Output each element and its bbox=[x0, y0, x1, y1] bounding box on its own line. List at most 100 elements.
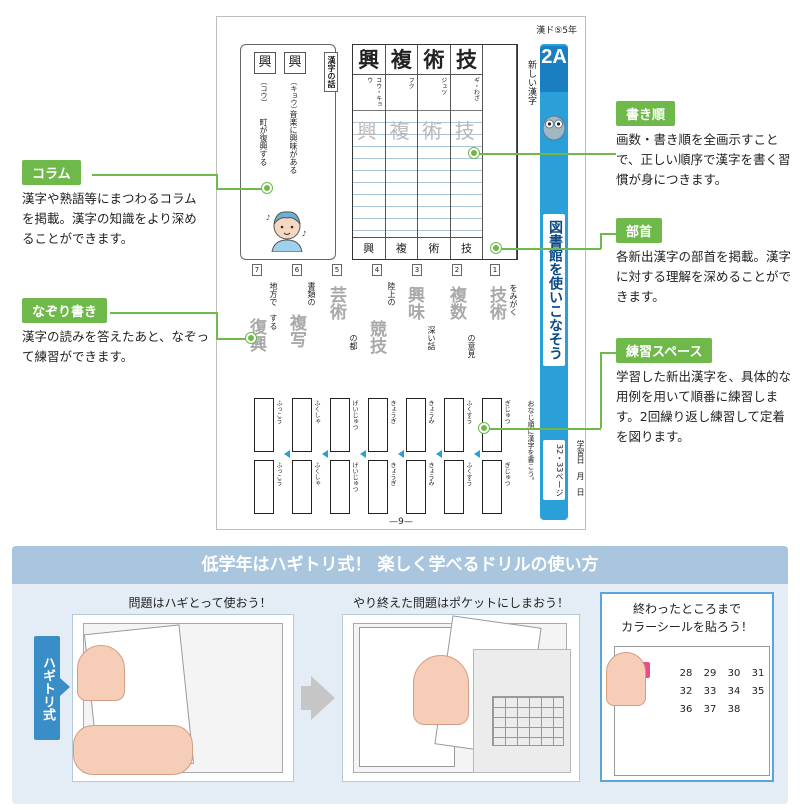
callout-renshu: 練習スペース 学習した新出漢字を、具体的な用例を用いて順番に練習します。2回繰り… bbox=[616, 338, 794, 447]
practice-reading: げいじゅつ bbox=[351, 462, 358, 492]
callout-bushu: 部首 各新出漢字の部首を掲載。漢字に対する理解を深めることができます。 bbox=[616, 218, 796, 307]
connector-line bbox=[92, 174, 216, 176]
callout-body: 各新出漢字の部首を掲載。漢字に対する理解を深めることができます。 bbox=[616, 249, 792, 304]
column-sentence-right: 音楽に興味がある bbox=[289, 110, 298, 174]
practice-box[interactable] bbox=[482, 460, 502, 514]
calendar-cell: 33 bbox=[703, 686, 717, 697]
practice-box[interactable] bbox=[254, 460, 274, 514]
practice-reading: ぎじゅつ bbox=[503, 462, 510, 486]
callout-column: コラム 漢字や熟語等にまつわるコラムを掲載。漢字の知識をより深めることができます… bbox=[22, 160, 198, 249]
practice-box[interactable] bbox=[444, 398, 464, 452]
practice-reading: きょうぎ bbox=[389, 400, 396, 424]
practice-box[interactable] bbox=[368, 398, 388, 452]
calendar-cell: 38 bbox=[727, 704, 741, 715]
stroke-ghost: 複 bbox=[389, 119, 410, 143]
hand-illustration bbox=[606, 652, 646, 706]
caption-step1: 問題はハギとって使おう！ bbox=[128, 596, 272, 610]
callout-title: 練習スペース bbox=[616, 338, 713, 363]
arrow-left-icon bbox=[474, 450, 480, 458]
kanji-column: 複 フク 複 複 bbox=[385, 45, 419, 259]
connector-line bbox=[216, 188, 266, 190]
radical: 興 bbox=[353, 237, 385, 259]
kanji-column: 技 ギ・わざ 技 技 bbox=[450, 45, 484, 259]
practice-box[interactable] bbox=[330, 398, 350, 452]
connector-dot-icon bbox=[479, 423, 489, 433]
nazori-context: をみがく bbox=[509, 284, 518, 316]
calendar-cell: 29 bbox=[703, 668, 717, 679]
nazori-number: 7 bbox=[252, 264, 262, 276]
practice-box[interactable] bbox=[406, 398, 426, 452]
arrow-right-icon bbox=[311, 676, 335, 720]
connector-line bbox=[488, 428, 601, 430]
calendar-cell: 35 bbox=[751, 686, 765, 697]
nazori-context: の都 bbox=[349, 334, 358, 350]
caption-step3-line2: カラーシールを貼ろう！ bbox=[621, 620, 753, 634]
stroke-ghost: 興 bbox=[357, 119, 377, 143]
kanji-column: 術 ジュツ 術 術 bbox=[418, 45, 451, 259]
unit-title: 図書館を使いこなそう bbox=[543, 214, 565, 366]
nazori-kanji: 芸術 bbox=[326, 286, 346, 320]
practice-box[interactable] bbox=[330, 460, 350, 514]
connector-dot-icon bbox=[469, 148, 479, 158]
calendar-cell: 34 bbox=[727, 686, 741, 697]
unit-number: 2A bbox=[540, 46, 568, 92]
connector-line bbox=[110, 312, 216, 314]
callout-title: なぞり書き bbox=[22, 298, 108, 323]
kanji-char: 複 bbox=[385, 45, 418, 75]
stroke-ghost: 術 bbox=[422, 119, 443, 143]
nazori-kanji: 興味 bbox=[404, 286, 424, 320]
practice-reading: ふくすう bbox=[465, 400, 472, 424]
stroke-order: 技 bbox=[450, 111, 483, 237]
callout-body: 漢字や熟語等にまつわるコラムを掲載。漢字の知識をより深めることができます。 bbox=[22, 191, 197, 246]
radical: 複 bbox=[385, 237, 418, 259]
practice-reading: ぎじゅつ bbox=[503, 400, 510, 424]
callout-title: コラム bbox=[22, 160, 81, 185]
practice-reading: ふくしゃ bbox=[313, 400, 320, 424]
calendar-cell: 36 bbox=[679, 704, 693, 715]
nazori-number: 3 bbox=[412, 264, 422, 276]
practice-box[interactable] bbox=[406, 460, 426, 514]
hand-illustration bbox=[413, 655, 469, 725]
callout-kakijun: 書き順 画数・書き順を全画示すことで、正しい順序で漢字を書く習慣が身につきます。 bbox=[616, 101, 792, 190]
column-label: 漢字の話 bbox=[324, 52, 338, 92]
kanji-grid: 興 コウ・キョウ 興 興 複 フク 複 複 術 ジュツ 術 術 技 ギ・わざ 技… bbox=[352, 44, 518, 260]
nazori-number: 5 bbox=[332, 264, 342, 276]
practice-box[interactable] bbox=[292, 460, 312, 514]
caption-step3-line1: 終わったところまで bbox=[632, 602, 741, 616]
column-box bbox=[240, 44, 336, 260]
callout-body: 学習した新出漢字を、具体的な用例を用いて順番に練習します。2回繰り返し練習して定… bbox=[616, 369, 792, 444]
practice-reading: ふっこう bbox=[275, 400, 282, 424]
kanji-char: 術 bbox=[418, 45, 450, 75]
connector-line bbox=[216, 174, 218, 188]
nazori-context: 地方で する bbox=[269, 282, 278, 330]
connector-line bbox=[478, 153, 616, 155]
nazori-number: 6 bbox=[292, 264, 302, 276]
new-kanji-label: 新しい漢字 bbox=[526, 60, 536, 105]
nazori-number: 1 bbox=[490, 264, 500, 276]
practice-box[interactable] bbox=[254, 398, 274, 452]
column-kanji-left: 興 bbox=[254, 52, 276, 74]
connector-line bbox=[500, 248, 601, 250]
arrow-body bbox=[301, 686, 313, 710]
connector-line bbox=[216, 338, 250, 340]
stroke-order: 術 bbox=[418, 111, 450, 237]
practice-box[interactable] bbox=[368, 460, 388, 514]
kanji-char: 技 bbox=[450, 45, 483, 75]
callout-title: 書き順 bbox=[616, 101, 676, 126]
radical: 技 bbox=[450, 237, 483, 259]
nazori-context: 深い話 bbox=[427, 326, 436, 350]
calendar-cell: 31 bbox=[751, 668, 765, 679]
practice-reading: きょうぎ bbox=[389, 462, 396, 486]
practice-note: おなじ順に漢字を書こう。 bbox=[527, 400, 535, 484]
connector-line bbox=[600, 233, 616, 235]
nazori-context: の意見 bbox=[467, 334, 476, 358]
practice-box[interactable] bbox=[444, 460, 464, 514]
column-reading-left: （コウ） bbox=[260, 78, 268, 106]
caption-step2: やり終えた問題はポケットにしまおう！ bbox=[352, 596, 569, 610]
practice-section: ぎじゅつ ふくすう きょうみ きょうぎ げいじゅつ ふくしゃ ふっこう ぎじゅつ… bbox=[240, 394, 520, 520]
practice-box[interactable] bbox=[292, 398, 312, 452]
radical: 術 bbox=[418, 237, 450, 259]
column-kanji-right: 興 bbox=[284, 52, 306, 74]
panel-step1 bbox=[72, 614, 294, 782]
page-number: —9— bbox=[389, 517, 413, 527]
